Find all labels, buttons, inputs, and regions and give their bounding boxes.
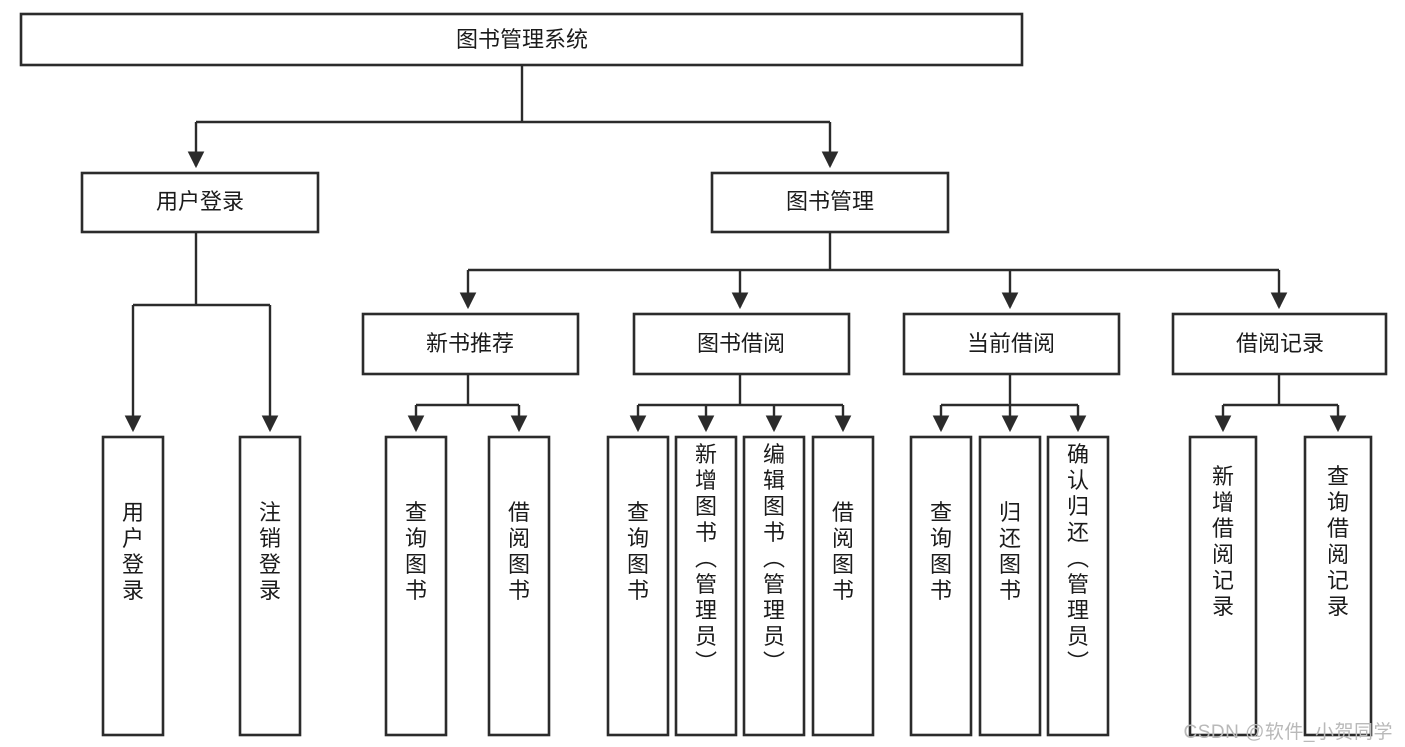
node-root[interactable]: 图书管理系统 bbox=[19, 12, 1024, 67]
node-root-label: 图书管理系统 bbox=[456, 27, 588, 52]
node-leaf-borrow-book-1[interactable]: 借阅图书 bbox=[487, 435, 551, 737]
node-new-book-recommend[interactable]: 新书推荐 bbox=[361, 312, 580, 376]
node-leaf-user-login-label: 用户登录 bbox=[122, 500, 144, 603]
node-leaf-user-login-box bbox=[101, 435, 165, 737]
node-leaf-query-book-1-box bbox=[384, 435, 448, 737]
node-leaf-confirm-return-box bbox=[1046, 435, 1110, 737]
node-leaf-borrow-book-2-box bbox=[811, 435, 875, 737]
node-user-login-label: 用户登录 bbox=[156, 189, 244, 214]
node-leaf-query-record-label: 查询借阅记录 bbox=[1327, 464, 1349, 619]
node-leaf-query-book-2-label: 查询图书 bbox=[627, 500, 649, 603]
node-borrow-record-box bbox=[1171, 312, 1388, 376]
connector-root-to-level2 bbox=[187, 65, 839, 169]
node-book-manage-label: 图书管理 bbox=[786, 189, 874, 214]
node-leaf-borrow-book-1-label: 借阅图书 bbox=[508, 500, 530, 603]
node-leaf-user-login[interactable]: 用户登录 bbox=[101, 435, 165, 737]
node-leaf-return-book-label: 归还图书 bbox=[999, 500, 1021, 603]
node-leaf-add-record-label: 新增借阅记录 bbox=[1212, 464, 1234, 619]
connector-new-book-recommend-to-leaves bbox=[407, 375, 528, 433]
node-borrow-record[interactable]: 借阅记录 bbox=[1171, 312, 1388, 376]
node-leaf-confirm-return-label: 确认归还︵管理员︶ bbox=[1067, 442, 1089, 675]
csdn-watermark: CSDN @软件_小贺同学 bbox=[1183, 722, 1393, 743]
node-leaf-user-logout-box bbox=[238, 435, 302, 737]
node-leaf-query-book-3-box bbox=[909, 435, 973, 737]
node-leaf-borrow-book-1-box bbox=[487, 435, 551, 737]
node-book-manage[interactable]: 图书管理 bbox=[710, 171, 950, 234]
node-root-box bbox=[19, 12, 1024, 67]
connector-current-borrow-to-leaves bbox=[932, 375, 1087, 433]
node-leaf-borrow-book-2-label: 借阅图书 bbox=[832, 500, 854, 603]
node-leaf-query-book-1-label: 查询图书 bbox=[405, 500, 427, 603]
node-leaf-add-book-label: 新增图书︵管理员︶ bbox=[695, 442, 717, 675]
node-leaf-add-record-box bbox=[1188, 435, 1258, 737]
connector-book-borrow-to-leaves bbox=[629, 375, 852, 433]
node-current-borrow[interactable]: 当前借阅 bbox=[902, 312, 1121, 376]
node-leaf-add-book-box bbox=[674, 435, 738, 737]
node-leaf-edit-book-box bbox=[742, 435, 806, 737]
node-book-borrow[interactable]: 图书借阅 bbox=[632, 312, 851, 376]
node-new-book-recommend-box bbox=[361, 312, 580, 376]
node-leaf-add-book[interactable]: 新增图书︵管理员︶ bbox=[674, 435, 738, 737]
node-leaf-confirm-return[interactable]: 确认归还︵管理员︶ bbox=[1046, 435, 1110, 737]
node-book-manage-box bbox=[710, 171, 950, 234]
node-leaf-add-record[interactable]: 新增借阅记录 bbox=[1188, 435, 1258, 737]
node-leaf-edit-book[interactable]: 编辑图书︵管理员︶ bbox=[742, 435, 806, 737]
node-leaf-query-book-3[interactable]: 查询图书 bbox=[909, 435, 973, 737]
node-new-book-recommend-label: 新书推荐 bbox=[426, 331, 514, 356]
node-leaf-user-logout[interactable]: 注销登录 bbox=[238, 435, 302, 737]
connector-book-manage-to-level3 bbox=[459, 232, 1288, 310]
node-borrow-record-label: 借阅记录 bbox=[1236, 331, 1324, 356]
node-leaf-borrow-book-2[interactable]: 借阅图书 bbox=[811, 435, 875, 737]
node-leaf-query-record[interactable]: 查询借阅记录 bbox=[1303, 435, 1373, 737]
node-leaf-user-logout-label: 注销登录 bbox=[259, 500, 281, 603]
node-user-login[interactable]: 用户登录 bbox=[80, 171, 320, 234]
node-leaf-edit-book-label: 编辑图书︵管理员︶ bbox=[763, 442, 785, 675]
node-current-borrow-box bbox=[902, 312, 1121, 376]
node-leaf-query-book-3-label: 查询图书 bbox=[930, 500, 952, 603]
connector-user-login-to-leaves bbox=[124, 232, 279, 433]
node-leaf-query-book-2-box bbox=[606, 435, 670, 737]
node-leaf-query-book-2[interactable]: 查询图书 bbox=[606, 435, 670, 737]
node-book-borrow-label: 图书借阅 bbox=[697, 331, 785, 356]
node-book-borrow-box bbox=[632, 312, 851, 376]
node-current-borrow-label: 当前借阅 bbox=[967, 331, 1055, 356]
connector-borrow-record-to-leaves bbox=[1214, 375, 1347, 433]
node-leaf-query-book-1[interactable]: 查询图书 bbox=[384, 435, 448, 737]
node-leaf-return-book-box bbox=[978, 435, 1042, 737]
node-leaf-query-record-box bbox=[1303, 435, 1373, 737]
node-user-login-box bbox=[80, 171, 320, 234]
node-leaf-return-book[interactable]: 归还图书 bbox=[978, 435, 1042, 737]
